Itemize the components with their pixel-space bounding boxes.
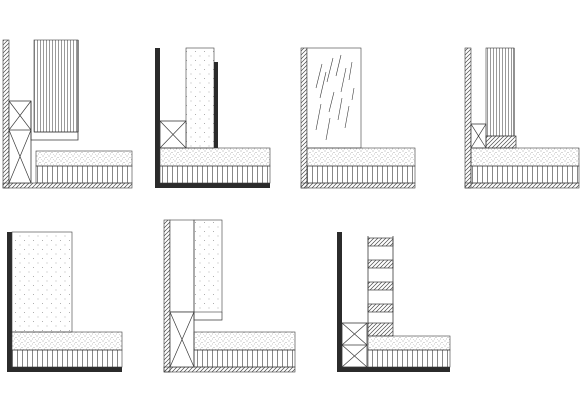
hatched-skirting xyxy=(367,322,394,337)
wall-base-hatch xyxy=(2,182,133,189)
insulation-layer xyxy=(306,165,416,184)
screed-layer xyxy=(159,147,271,167)
solid-wall xyxy=(155,48,160,188)
insulation-layer xyxy=(367,349,451,368)
solid-wall xyxy=(337,232,342,372)
hatched-wall xyxy=(300,47,308,189)
screed-layer xyxy=(470,147,580,167)
insulation-layer xyxy=(11,349,123,368)
detail-7 xyxy=(337,232,451,372)
wall-base-solid xyxy=(155,183,270,188)
hatched-wall xyxy=(464,47,472,189)
insulation-layer xyxy=(35,165,133,184)
outer-leaf xyxy=(214,62,218,148)
screed-layer xyxy=(11,331,123,351)
timber-cladding xyxy=(33,39,79,133)
screed-layer xyxy=(193,331,296,351)
insulation-layer xyxy=(470,165,580,184)
wall-base-solid xyxy=(7,367,122,372)
detail-6 xyxy=(163,219,296,373)
dotted-insulation xyxy=(11,231,73,333)
hatched-skirting xyxy=(485,135,517,149)
timber-grain-panel xyxy=(306,47,362,149)
cross-blocking xyxy=(470,123,487,149)
wall-base-hatch xyxy=(163,366,296,373)
wall-base-hatch xyxy=(300,182,416,189)
cross-blocking xyxy=(8,100,32,184)
detail-5 xyxy=(7,231,123,372)
cross-blocking xyxy=(169,311,195,368)
screed-layer xyxy=(306,147,416,167)
insulation-layer xyxy=(193,349,296,368)
batten-ladder xyxy=(367,236,394,323)
detail-4 xyxy=(464,47,580,189)
solid-wall xyxy=(7,232,12,372)
screed-layer xyxy=(35,150,133,167)
cross-blocking xyxy=(159,120,187,149)
detail-2 xyxy=(155,47,271,188)
wall-base-hatch xyxy=(464,182,580,189)
hatched-wall xyxy=(2,39,10,189)
dotted-insulation xyxy=(193,219,223,313)
screed-layer xyxy=(367,335,451,351)
wood-grain-strokes xyxy=(315,54,355,141)
detail-1 xyxy=(2,39,133,189)
insulation-return xyxy=(193,312,223,321)
cross-blocking xyxy=(341,322,368,368)
insulation-layer xyxy=(159,165,271,184)
air-gap xyxy=(169,219,195,313)
dotted-insulation xyxy=(185,47,215,149)
timber-cladding xyxy=(485,47,515,137)
hatched-wall xyxy=(163,219,171,373)
cladding-return xyxy=(30,101,79,141)
detail-3 xyxy=(300,47,416,189)
wall-base-solid xyxy=(337,367,450,372)
